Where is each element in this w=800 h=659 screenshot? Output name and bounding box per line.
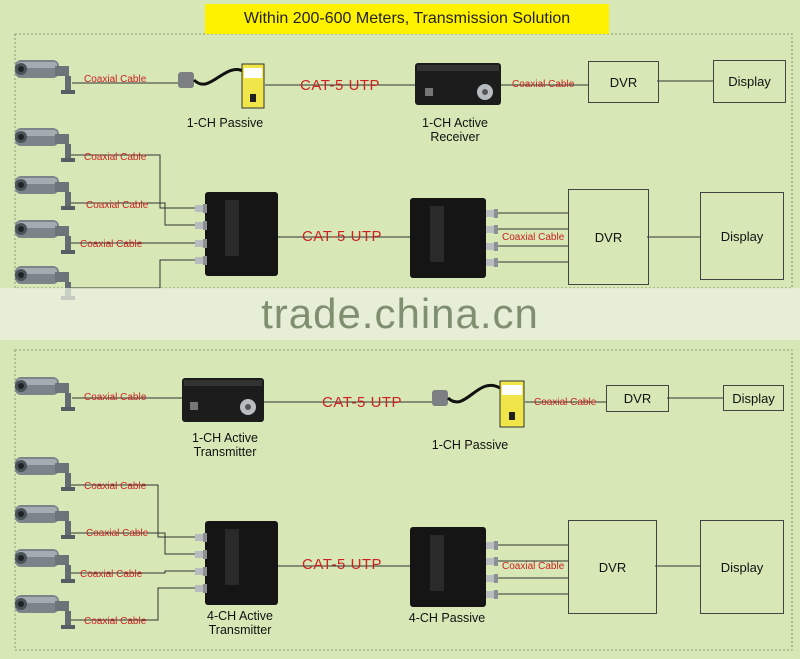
caption-4ch-passive: 4-CH Passive (408, 611, 486, 625)
cat5-utp-label: CAT-5 UTP (322, 394, 403, 411)
coaxial-cable-label: Coaxial Cable (512, 79, 575, 90)
coaxial-cable-label: Coaxial Cable (80, 569, 143, 580)
camera-icon (15, 505, 75, 539)
camera-icon (15, 60, 75, 94)
active-transmitter-icon (182, 378, 264, 422)
four-ch-receiver-icon (410, 198, 498, 278)
camera-icon (15, 595, 75, 629)
coaxial-cable-label: Coaxial Cable (84, 481, 147, 492)
coaxial-cable-label: Coaxial Cable (80, 239, 143, 250)
page-title: Within 200-600 Meters, Transmission Solu… (205, 4, 609, 34)
display-box: Display (723, 385, 784, 411)
coaxial-cable-label: Coaxial Cable (84, 392, 147, 403)
caption-line: 4-CH Active (207, 609, 273, 623)
four-ch-passive-icon (410, 527, 498, 607)
caption-line: 1-CH Active (422, 116, 488, 130)
four-ch-transmitter-icon (195, 521, 278, 605)
camera-icon (15, 128, 75, 162)
display-box: Display (700, 192, 784, 280)
cat5-utp-label: CAT-5 UTP (302, 556, 383, 573)
display-box: Display (700, 520, 784, 614)
dvr-box: DVR (568, 189, 649, 285)
dvr-box: DVR (588, 61, 659, 103)
camera-icon (15, 377, 75, 411)
dvr-box: DVR (568, 520, 657, 614)
coaxial-cable-label: Coaxial Cable (84, 152, 147, 163)
caption-4ch-active-transmitter: 4-CH Active Transmitter (185, 609, 295, 637)
caption-1ch-passive: 1-CH Passive (431, 438, 509, 452)
caption-line: Transmitter (208, 623, 272, 637)
coaxial-cable-label: Coaxial Cable (86, 528, 149, 539)
caption-1ch-passive: 1-CH Passive (186, 116, 264, 130)
coaxial-cable-label: Coaxial Cable (502, 232, 565, 243)
coaxial-cable-label: Coaxial Cable (86, 200, 149, 211)
camera-icon (15, 457, 75, 491)
passive-balun-icon (178, 63, 265, 109)
four-ch-transmitter-icon (195, 192, 278, 276)
passive-balun-icon (432, 380, 525, 428)
coaxial-cable-label: Coaxial Cable (502, 561, 565, 572)
caption-line: 1-CH Active (192, 431, 258, 445)
caption-line: Transmitter (193, 445, 257, 459)
caption-line: Receiver (430, 130, 480, 144)
coaxial-cable-label: Coaxial Cable (84, 74, 147, 85)
display-box: Display (713, 60, 786, 103)
active-receiver-icon (415, 63, 501, 105)
cat5-utp-label: CAT-5 UTP (302, 228, 383, 245)
camera-icon (15, 220, 75, 254)
dvr-box: DVR (606, 385, 669, 412)
cat5-utp-label: CAT-5 UTP (300, 77, 381, 94)
coaxial-cable-label: Coaxial Cable (84, 616, 147, 627)
camera-icon (15, 549, 75, 583)
coaxial-cable-label: Coaxial Cable (534, 397, 597, 408)
caption-1ch-active-transmitter: 1-CH Active Transmitter (170, 431, 280, 459)
watermark: trade.china.cn (0, 288, 800, 340)
caption-1ch-active-receiver: 1-CH Active Receiver (400, 116, 510, 144)
camera-icon (15, 176, 75, 210)
